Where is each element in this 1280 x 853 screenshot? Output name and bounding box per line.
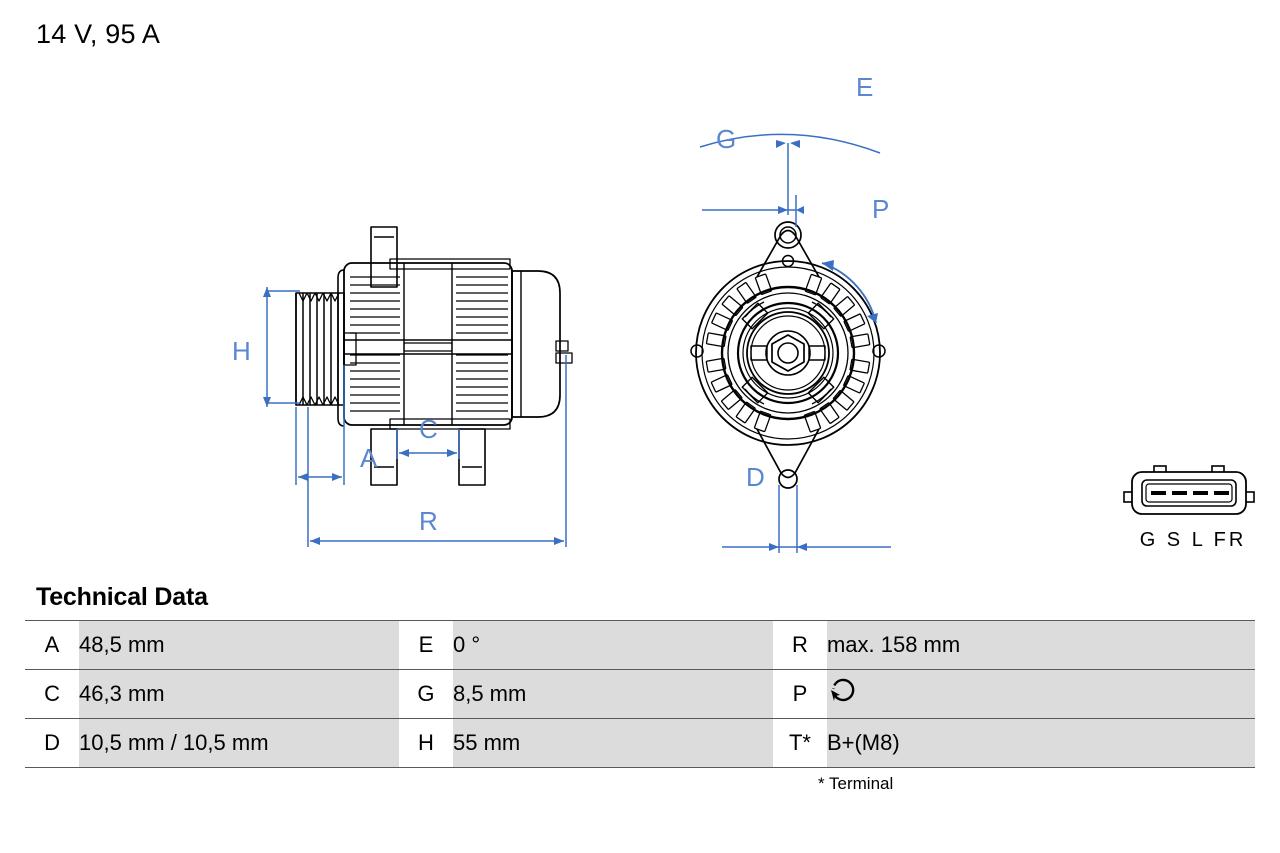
connector-icon xyxy=(1123,465,1255,515)
dimension-label-c: C xyxy=(419,414,438,444)
drawing-svg: H A C R E G P D xyxy=(232,72,891,553)
technical-drawing: H A C R E G P D xyxy=(0,55,1280,575)
table-row: C 46,3 mm G 8,5 mm P xyxy=(25,669,1255,719)
row-key-h: H xyxy=(398,718,453,768)
dimension-a xyxy=(295,365,345,485)
row-value-a: 48,5 mm xyxy=(79,620,399,670)
row-key-t: T* xyxy=(772,718,827,768)
technical-data-heading: Technical Data xyxy=(36,583,208,611)
alternator-front-view xyxy=(690,221,886,489)
row-value-e: 0 ° xyxy=(452,620,773,670)
row-key-e: E xyxy=(398,620,453,670)
row-value-c: 46,3 mm xyxy=(79,669,399,719)
dimension-h xyxy=(263,287,300,407)
dimension-g xyxy=(702,195,804,227)
dimension-label-r: R xyxy=(419,506,438,536)
dimension-e xyxy=(699,133,881,215)
row-key-p: P xyxy=(772,669,827,719)
terminal-footnote: * Terminal xyxy=(818,774,894,793)
page-title: 14 V, 95 A xyxy=(36,19,161,49)
connector-pin-labels: G S L FR xyxy=(1139,529,1247,551)
connector-callout: G S L FR xyxy=(1118,462,1268,552)
dimension-label-d: D xyxy=(746,462,765,492)
table-row: A 48,5 mm E 0 ° R max. 158 mm xyxy=(25,620,1255,670)
alternator-side-view xyxy=(295,226,573,486)
dimension-label-h: H xyxy=(232,336,251,366)
row-key-c: C xyxy=(25,669,80,719)
row-key-r: R xyxy=(772,620,827,670)
table-row: D 10,5 mm / 10,5 mm H 55 mm T* B+(M8) xyxy=(25,718,1255,768)
row-key-g: G xyxy=(398,669,453,719)
row-value-h: 55 mm xyxy=(452,718,773,768)
dimension-label-g: G xyxy=(716,124,736,154)
rotation-direction-icon xyxy=(830,678,855,702)
row-key-d: D xyxy=(25,718,80,768)
technical-data-table: A 48,5 mm E 0 ° R max. 158 mm C 46,3 mm … xyxy=(25,620,1255,768)
technical-data-section: Technical Data A 48,5 mm E 0 ° R max. 15… xyxy=(0,583,1280,794)
row-value-p xyxy=(826,669,1255,719)
row-value-t: B+(M8) xyxy=(826,718,1255,768)
dimension-c xyxy=(396,429,460,459)
dimension-label-e: E xyxy=(856,72,873,102)
dimension-p xyxy=(821,260,878,324)
dimension-d xyxy=(722,485,891,553)
row-key-a: A xyxy=(25,620,80,670)
row-value-d: 10,5 mm / 10,5 mm xyxy=(79,718,399,768)
row-value-g: 8,5 mm xyxy=(452,669,773,719)
dimension-r xyxy=(307,355,567,547)
dimension-label-a: A xyxy=(360,443,378,473)
row-value-r: max. 158 mm xyxy=(826,620,1255,670)
dimension-label-p: P xyxy=(872,194,889,224)
